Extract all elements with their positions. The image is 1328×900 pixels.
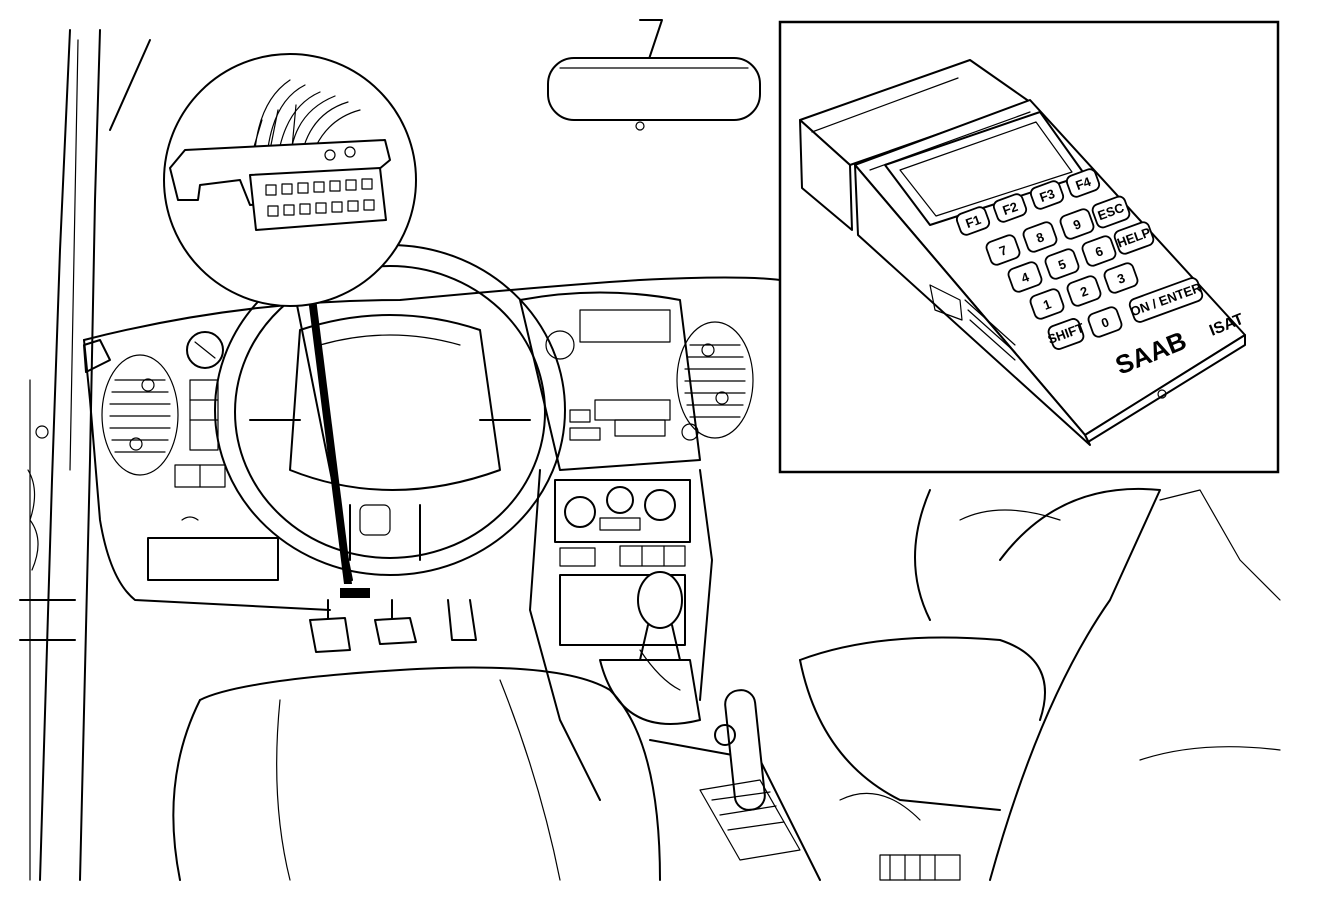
key-f2: F2 xyxy=(992,193,1028,223)
pedals xyxy=(309,599,477,653)
key-9: 9 xyxy=(1059,208,1095,240)
svg-text:7: 7 xyxy=(997,242,1009,259)
a-pillar xyxy=(19,29,101,881)
key-3: 3 xyxy=(1103,262,1139,294)
key-5: 5 xyxy=(1044,248,1080,280)
svg-text:8: 8 xyxy=(1034,229,1046,246)
key-esc: ESC xyxy=(1091,195,1131,229)
svg-text:F3: F3 xyxy=(1037,186,1056,205)
svg-text:2: 2 xyxy=(1078,283,1090,300)
svg-text:0: 0 xyxy=(1099,314,1111,331)
key-1: 1 xyxy=(1029,288,1065,320)
key-8: 8 xyxy=(1022,221,1058,253)
svg-text:F4: F4 xyxy=(1073,174,1093,194)
dashboard xyxy=(83,276,781,801)
gear-lever xyxy=(599,571,701,725)
svg-text:F2: F2 xyxy=(1000,199,1019,218)
tester-keypad: F1 F2 F3 F4 7 8 xyxy=(955,168,1204,350)
key-0: 0 xyxy=(1087,306,1123,338)
svg-text:F1: F1 xyxy=(963,212,982,231)
diagnostic-tester-inset: F1 F2 F3 F4 7 8 xyxy=(778,20,1280,474)
obd-connector-detail xyxy=(163,53,417,307)
center-console xyxy=(649,689,961,881)
key-f4: F4 xyxy=(1065,168,1101,198)
key-2: 2 xyxy=(1066,275,1102,307)
key-f3: F3 xyxy=(1029,180,1065,210)
key-shift: SHIFT xyxy=(1046,318,1086,350)
key-6: 6 xyxy=(1081,235,1117,267)
driver-seat xyxy=(172,666,661,881)
steering-wheel xyxy=(214,244,566,576)
svg-text:3: 3 xyxy=(1115,270,1127,287)
passenger-seat xyxy=(799,487,1281,881)
svg-text:9: 9 xyxy=(1071,216,1083,233)
key-4: 4 xyxy=(1007,261,1043,293)
rear-view-mirror xyxy=(109,19,761,131)
svg-text:6: 6 xyxy=(1093,243,1105,260)
key-7: 7 xyxy=(985,234,1021,266)
key-f1: F1 xyxy=(955,206,991,236)
svg-text:1: 1 xyxy=(1041,296,1053,313)
connector-callout-pointer xyxy=(295,298,370,598)
svg-text:5: 5 xyxy=(1056,256,1068,273)
